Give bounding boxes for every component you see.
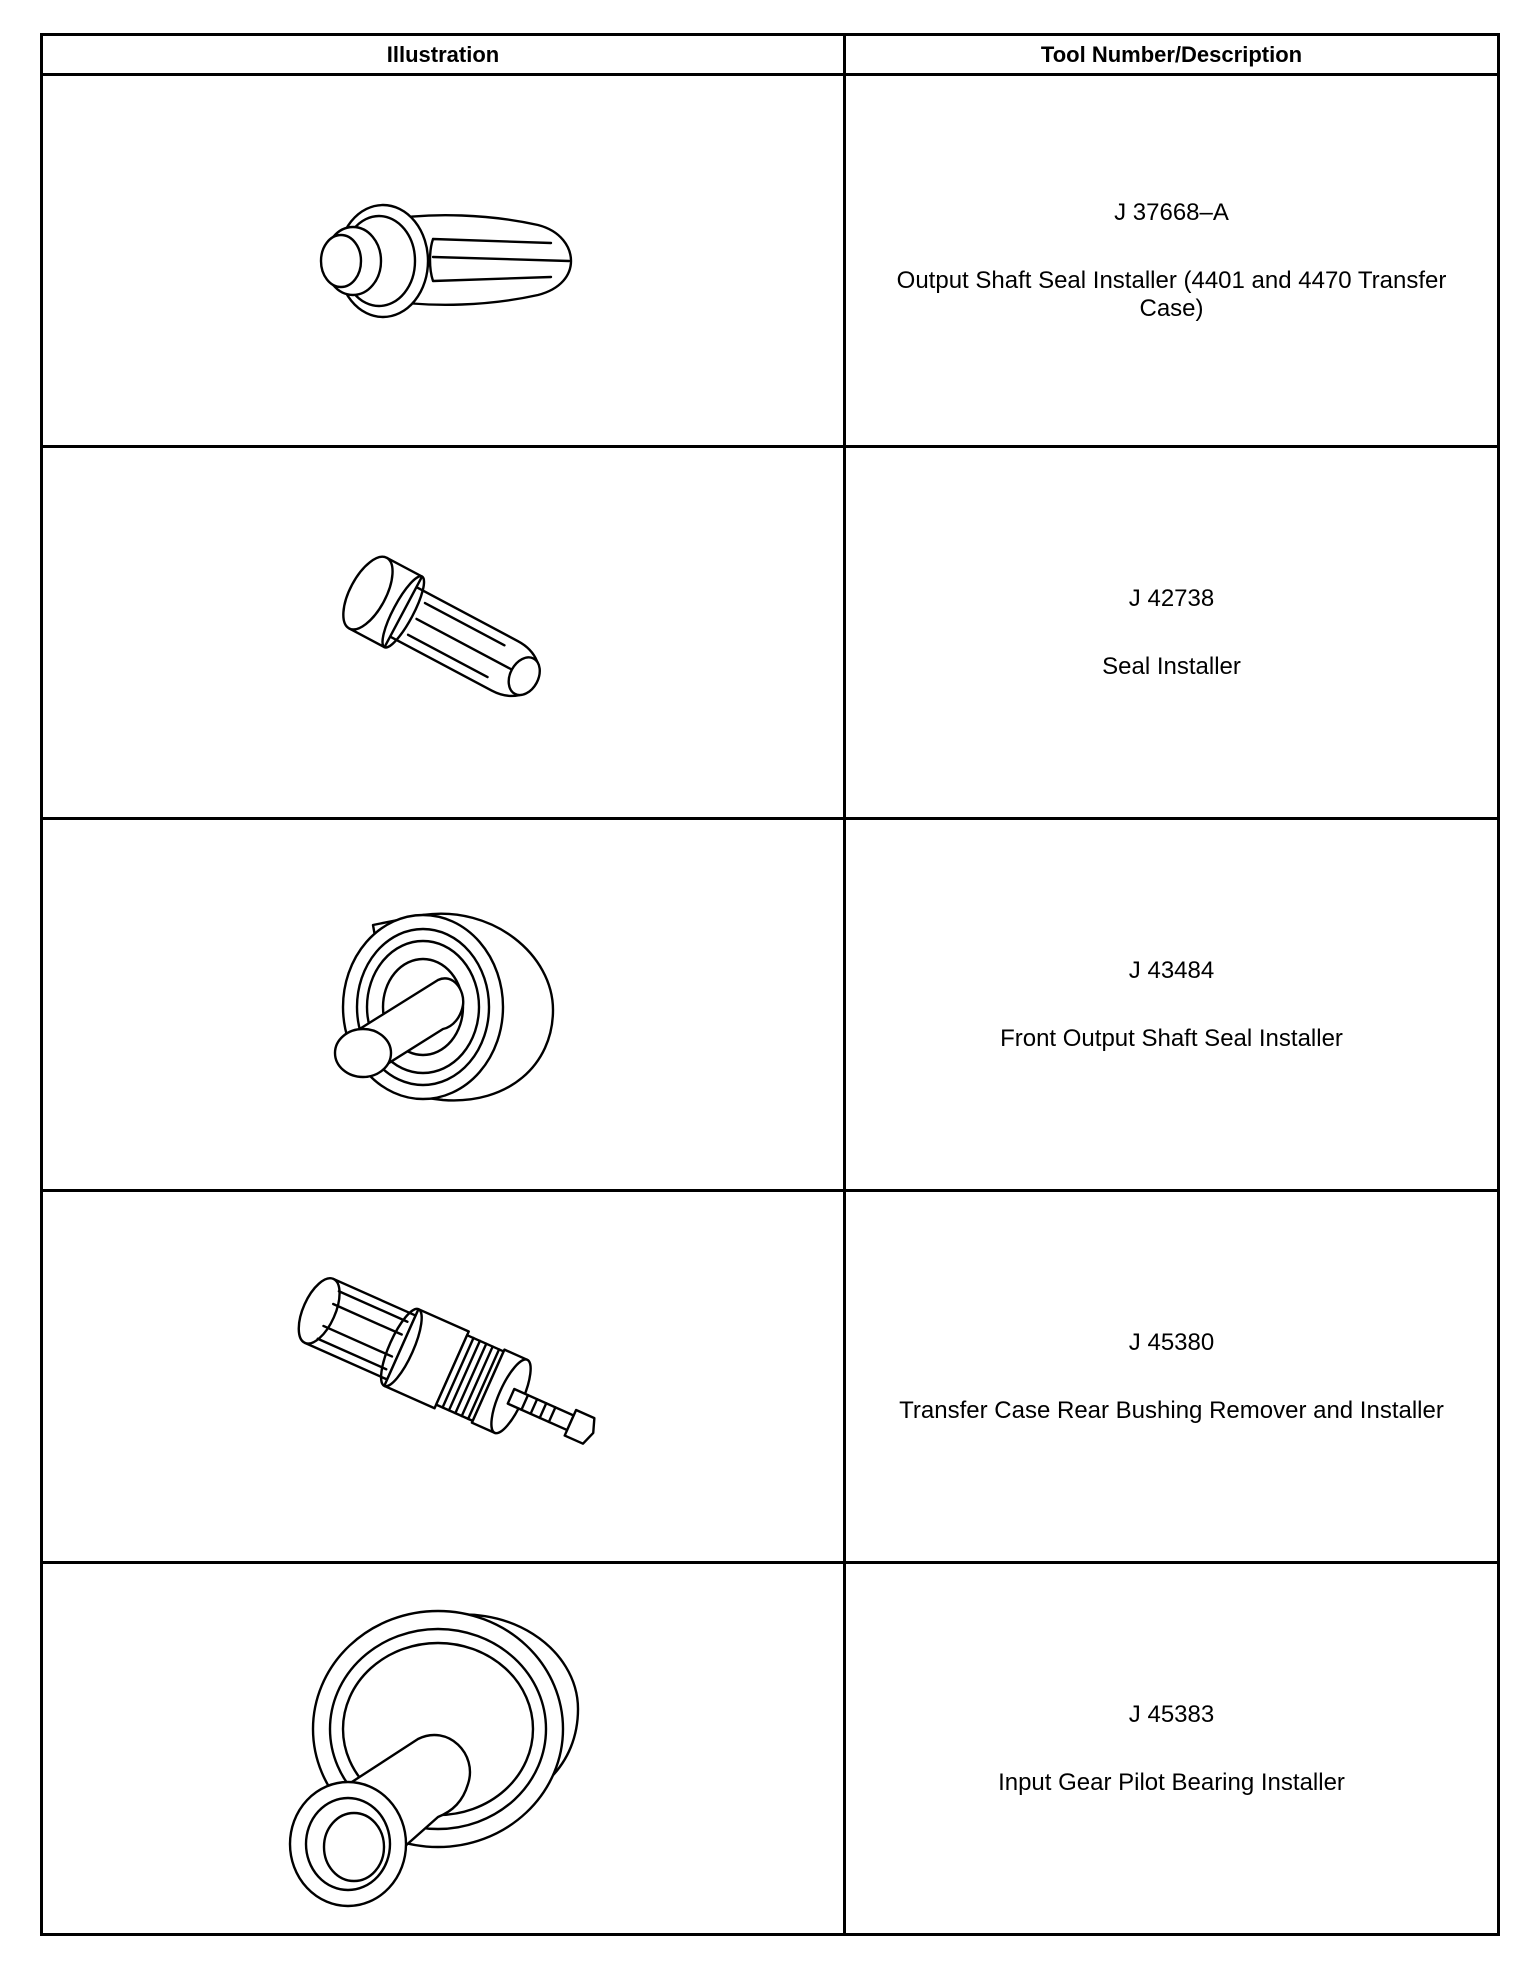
tool-header: Tool Number/Description [843,33,1500,76]
illustration-cell [40,817,846,1192]
illustration-header: Illustration [40,33,846,76]
tool-number: J 43484 [1128,956,1215,984]
tool-description-cell: J 45380 Transfer Case Rear Bushing Remov… [843,1189,1500,1564]
tool-description: Front Output Shaft Seal Installer [1000,1024,1343,1052]
tool-description: Input Gear Pilot Bearing Installer [998,1768,1345,1796]
tool-description: Seal Installer [1102,652,1241,680]
tool-number: J 42738 [1128,584,1215,612]
illustration-cell [40,445,846,820]
tool-description-cell: J 43484 Front Output Shaft Seal Installe… [843,817,1500,1192]
table-row: J 37668–A Output Shaft Seal Installer (4… [40,73,1500,448]
illustration-cell [40,1561,846,1936]
output-shaft-seal-installer-icon [319,203,573,318]
illustration-cell [40,73,846,448]
table-header-row: Illustration Tool Number/Description [40,33,1500,76]
table-row: J 43484 Front Output Shaft Seal Installe… [40,817,1500,1192]
tool-description: Transfer Case Rear Bushing Remover and I… [899,1396,1444,1424]
tool-number: J 37668–A [1114,198,1229,226]
illustration-cell [40,1189,846,1564]
tool-description-cell: J 42738 Seal Installer [843,445,1500,820]
tool-description: Output Shaft Seal Installer (4401 and 44… [896,266,1447,322]
tool-number: J 45383 [1128,1700,1215,1728]
rear-bushing-remover-installer-icon [297,1276,596,1445]
pilot-bearing-installer-icon [288,1609,580,1907]
front-output-shaft-seal-installer-icon [333,912,555,1102]
tool-description-cell: J 37668–A Output Shaft Seal Installer (4… [843,73,1500,448]
seal-installer-icon [342,555,541,697]
table-row: J 45383 Input Gear Pilot Bearing Install… [40,1561,1500,1936]
table-row: J 45380 Transfer Case Rear Bushing Remov… [40,1189,1500,1564]
tool-description-cell: J 45383 Input Gear Pilot Bearing Install… [843,1561,1500,1936]
tool-number: J 45380 [1128,1328,1215,1356]
tool-table: Illustration Tool Number/Description [40,33,1500,1936]
table-row: J 42738 Seal Installer [40,445,1500,820]
